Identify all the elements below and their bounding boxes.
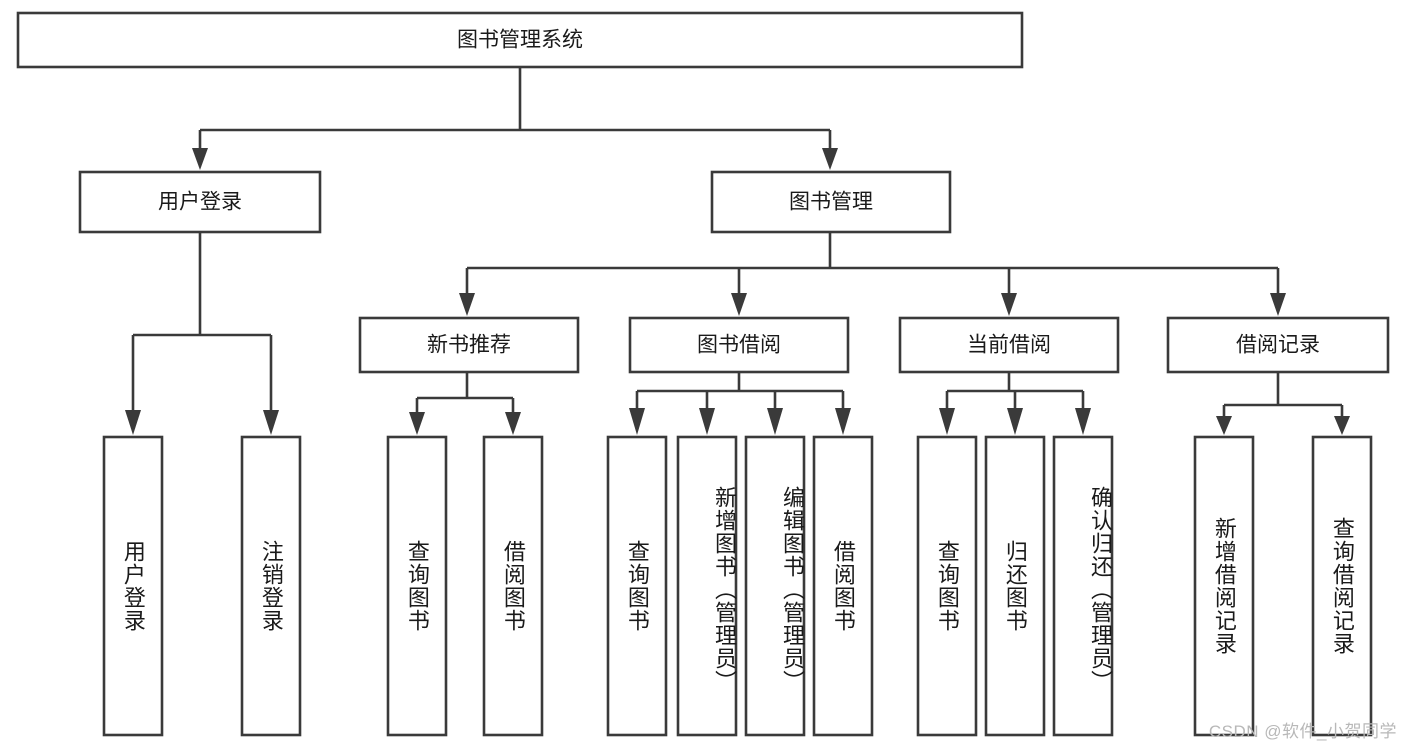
connector-group-root-to-level1 bbox=[192, 67, 838, 170]
arrowhead-to-current-borrow bbox=[1001, 293, 1017, 316]
arrowhead-borrow-record-leaf-1 bbox=[1216, 416, 1232, 435]
node-box-user-login[interactable] bbox=[78, 170, 322, 234]
arrowhead-to-new-book-rec bbox=[459, 293, 475, 316]
connector-group-current-borrow-to-leaves bbox=[939, 372, 1091, 435]
connector-group-book-mgmt-to-level2 bbox=[459, 232, 1286, 316]
arrowhead-current-borrow-leaf-2 bbox=[1007, 408, 1023, 435]
node-box-leaf-borrow-book-2[interactable] bbox=[812, 435, 874, 737]
connector-group-book-borrow-to-leaves bbox=[629, 372, 851, 435]
node-borrow-record[interactable]: 借阅记录 bbox=[1166, 316, 1390, 374]
arrowhead-user-login-leaf-1 bbox=[125, 410, 141, 435]
arrowhead-to-book-borrow bbox=[731, 293, 747, 316]
node-box-leaf-query-book-3[interactable] bbox=[916, 435, 978, 737]
node-label-book-management: 图书管理 bbox=[789, 191, 873, 214]
node-box-leaf-borrow-book-1[interactable] bbox=[482, 435, 544, 737]
connector-group-user-login-to-leaves bbox=[125, 232, 279, 435]
node-user-login[interactable]: 用户登录 bbox=[78, 170, 322, 234]
watermark-text: CSDN @软件_小贺同学 bbox=[1208, 722, 1397, 741]
arrowhead-user-login-leaf-2 bbox=[263, 410, 279, 435]
arrowhead-root-to-user-login bbox=[192, 148, 208, 170]
node-box-book-borrow[interactable] bbox=[628, 316, 850, 374]
node-box-leaf-user-login[interactable] bbox=[102, 435, 164, 737]
node-box-leaf-query-book-1[interactable] bbox=[386, 435, 448, 737]
node-box-borrow-record[interactable] bbox=[1166, 316, 1390, 374]
node-book-borrow[interactable]: 图书借阅 bbox=[628, 316, 850, 374]
arrowhead-current-borrow-leaf-1 bbox=[939, 408, 955, 435]
arrowhead-current-borrow-leaf-3 bbox=[1075, 408, 1091, 435]
node-label-book-borrow: 图书借阅 bbox=[697, 334, 781, 357]
node-box-current-borrow[interactable] bbox=[898, 316, 1120, 374]
node-book-management[interactable]: 图书管理 bbox=[710, 170, 952, 234]
connector-group-borrow-record-to-leaves bbox=[1216, 372, 1350, 435]
node-box-leaf-logout[interactable] bbox=[240, 435, 302, 737]
node-label-root-system: 图书管理系统 bbox=[457, 29, 583, 52]
connector-group-new-book-rec-to-leaves bbox=[409, 372, 521, 435]
arrowhead-book-borrow-leaf-3 bbox=[767, 408, 783, 435]
node-box-leaf-edit-book-admin[interactable] bbox=[744, 435, 806, 737]
node-box-leaf-return-book[interactable] bbox=[984, 435, 1046, 737]
node-label-current-borrow: 当前借阅 bbox=[967, 334, 1051, 357]
arrowhead-book-borrow-leaf-4 bbox=[835, 408, 851, 435]
node-box-leaf-add-borrow-record[interactable] bbox=[1193, 435, 1255, 737]
node-root-system[interactable]: 图书管理系统 bbox=[16, 11, 1024, 69]
node-box-root-system[interactable] bbox=[16, 11, 1024, 69]
arrowhead-to-borrow-record bbox=[1270, 293, 1286, 316]
arrowhead-new-book-rec-leaf-2 bbox=[505, 412, 521, 435]
node-box-leaf-add-book-admin[interactable] bbox=[676, 435, 738, 737]
node-new-book-recommend[interactable]: 新书推荐 bbox=[358, 316, 580, 374]
node-label-new-book-recommend: 新书推荐 bbox=[427, 334, 511, 357]
node-box-new-book-recommend[interactable] bbox=[358, 316, 580, 374]
node-box-leaf-query-book-2[interactable] bbox=[606, 435, 668, 737]
arrowhead-root-to-book-mgmt bbox=[822, 148, 838, 170]
node-box-leaf-confirm-return-admin[interactable] bbox=[1052, 435, 1114, 737]
arrowhead-new-book-rec-leaf-1 bbox=[409, 412, 425, 435]
node-label-borrow-record: 借阅记录 bbox=[1236, 334, 1320, 357]
leaf-boxes-group bbox=[102, 435, 1373, 737]
node-box-book-management[interactable] bbox=[710, 170, 952, 234]
node-label-user-login: 用户登录 bbox=[158, 191, 242, 214]
node-box-leaf-query-borrow-record[interactable] bbox=[1311, 435, 1373, 737]
arrowhead-borrow-record-leaf-2 bbox=[1334, 416, 1350, 435]
node-current-borrow[interactable]: 当前借阅 bbox=[898, 316, 1120, 374]
arrowhead-book-borrow-leaf-2 bbox=[699, 408, 715, 435]
arrowhead-book-borrow-leaf-1 bbox=[629, 408, 645, 435]
